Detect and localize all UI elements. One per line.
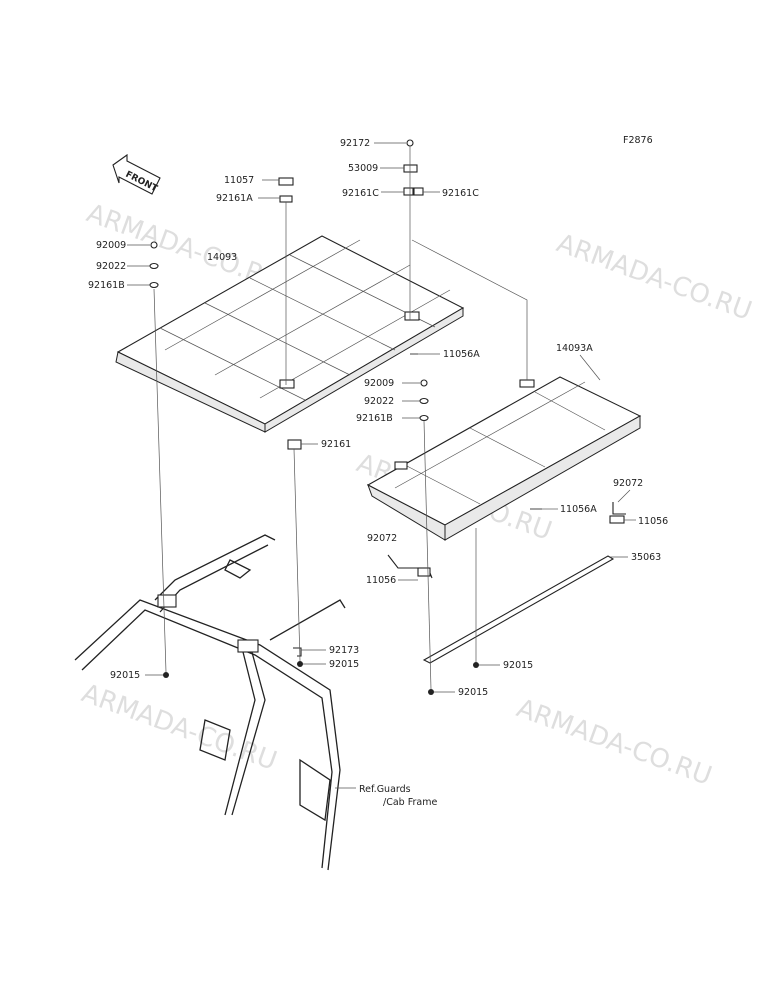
fastener-92015-b — [297, 661, 303, 667]
label-92015-center: 92015 — [329, 659, 359, 670]
label-92161C-right: 92161C — [442, 188, 479, 199]
label-92009-right: 92009 — [364, 378, 394, 389]
part-labels: 92172 53009 92161C 92161C 11057 92161A 1… — [88, 138, 668, 808]
label-11056-right: 11056 — [638, 516, 668, 527]
label-11056A-upper: 11056A — [443, 349, 480, 360]
label-11056A-lower: 11056A — [560, 504, 597, 515]
part-92161A — [279, 195, 293, 203]
bolt-92009-a — [150, 241, 158, 249]
washer-92022-b — [419, 397, 429, 405]
fastener-92015-d — [428, 689, 434, 695]
label-92009-left: 92009 — [96, 240, 126, 251]
label-35063: 35063 — [631, 552, 661, 563]
pad-92161 — [287, 439, 302, 450]
ref-note-line2: /Cab Frame — [383, 797, 437, 808]
label-11056-left: 11056 — [366, 575, 396, 586]
watermark-2: ARMADA-CO.RU — [553, 228, 756, 326]
strip-35063 — [422, 555, 615, 664]
cab-frame — [74, 534, 346, 871]
label-92161A: 92161A — [216, 193, 253, 204]
leader-lines — [127, 142, 636, 789]
label-92173: 92173 — [329, 645, 359, 656]
label-92072-left: 92072 — [367, 533, 397, 544]
figure-code: F2876 — [623, 135, 653, 146]
roof-panel-14093 — [115, 235, 465, 433]
label-92161B-left: 92161B — [88, 280, 125, 291]
plate-53009 — [403, 164, 418, 173]
fastener-92015-a — [163, 672, 169, 678]
fastener-92015-c — [473, 662, 479, 668]
label-92072-right: 92072 — [613, 478, 643, 489]
bracket-92161C-a — [403, 187, 414, 196]
label-14093: 14093 — [207, 252, 237, 263]
clip-11056-a — [417, 567, 431, 577]
bolt-92173 — [293, 647, 302, 657]
clip-11056-b — [609, 515, 625, 524]
watermark-4: ARMADA-CO.RU — [78, 678, 281, 776]
washer-92022-a — [149, 262, 159, 270]
label-92161: 92161 — [321, 439, 351, 450]
watermark-5: ARMADA-CO.RU — [513, 693, 716, 791]
label-53009: 53009 — [348, 163, 378, 174]
part-11057 — [278, 177, 294, 186]
label-92015-right: 92015 — [503, 660, 533, 671]
spacer-92161B-b — [419, 414, 429, 422]
label-14093A: 14093A — [556, 343, 593, 354]
label-92172: 92172 — [340, 138, 370, 149]
spacer-92161B-a — [149, 281, 159, 289]
ref-note-line1: Ref.Guards — [359, 784, 411, 795]
label-92015-bottom: 92015 — [458, 687, 488, 698]
front-arrow-icon: FRONT — [112, 153, 161, 195]
roof-panel-14093A — [366, 376, 642, 541]
label-11057: 11057 — [224, 175, 254, 186]
label-92161B-right: 92161B — [356, 413, 393, 424]
label-92022-right: 92022 — [364, 396, 394, 407]
bracket-92072-b — [612, 502, 626, 515]
label-92161C-left: 92161C — [342, 188, 379, 199]
label-92015-left: 92015 — [110, 670, 140, 681]
label-92022-left: 92022 — [96, 261, 126, 272]
bracket-92161C-b — [413, 187, 424, 196]
hardware-parts — [149, 139, 626, 695]
bolt-92172 — [406, 139, 414, 147]
bolt-92009-b — [420, 379, 428, 387]
